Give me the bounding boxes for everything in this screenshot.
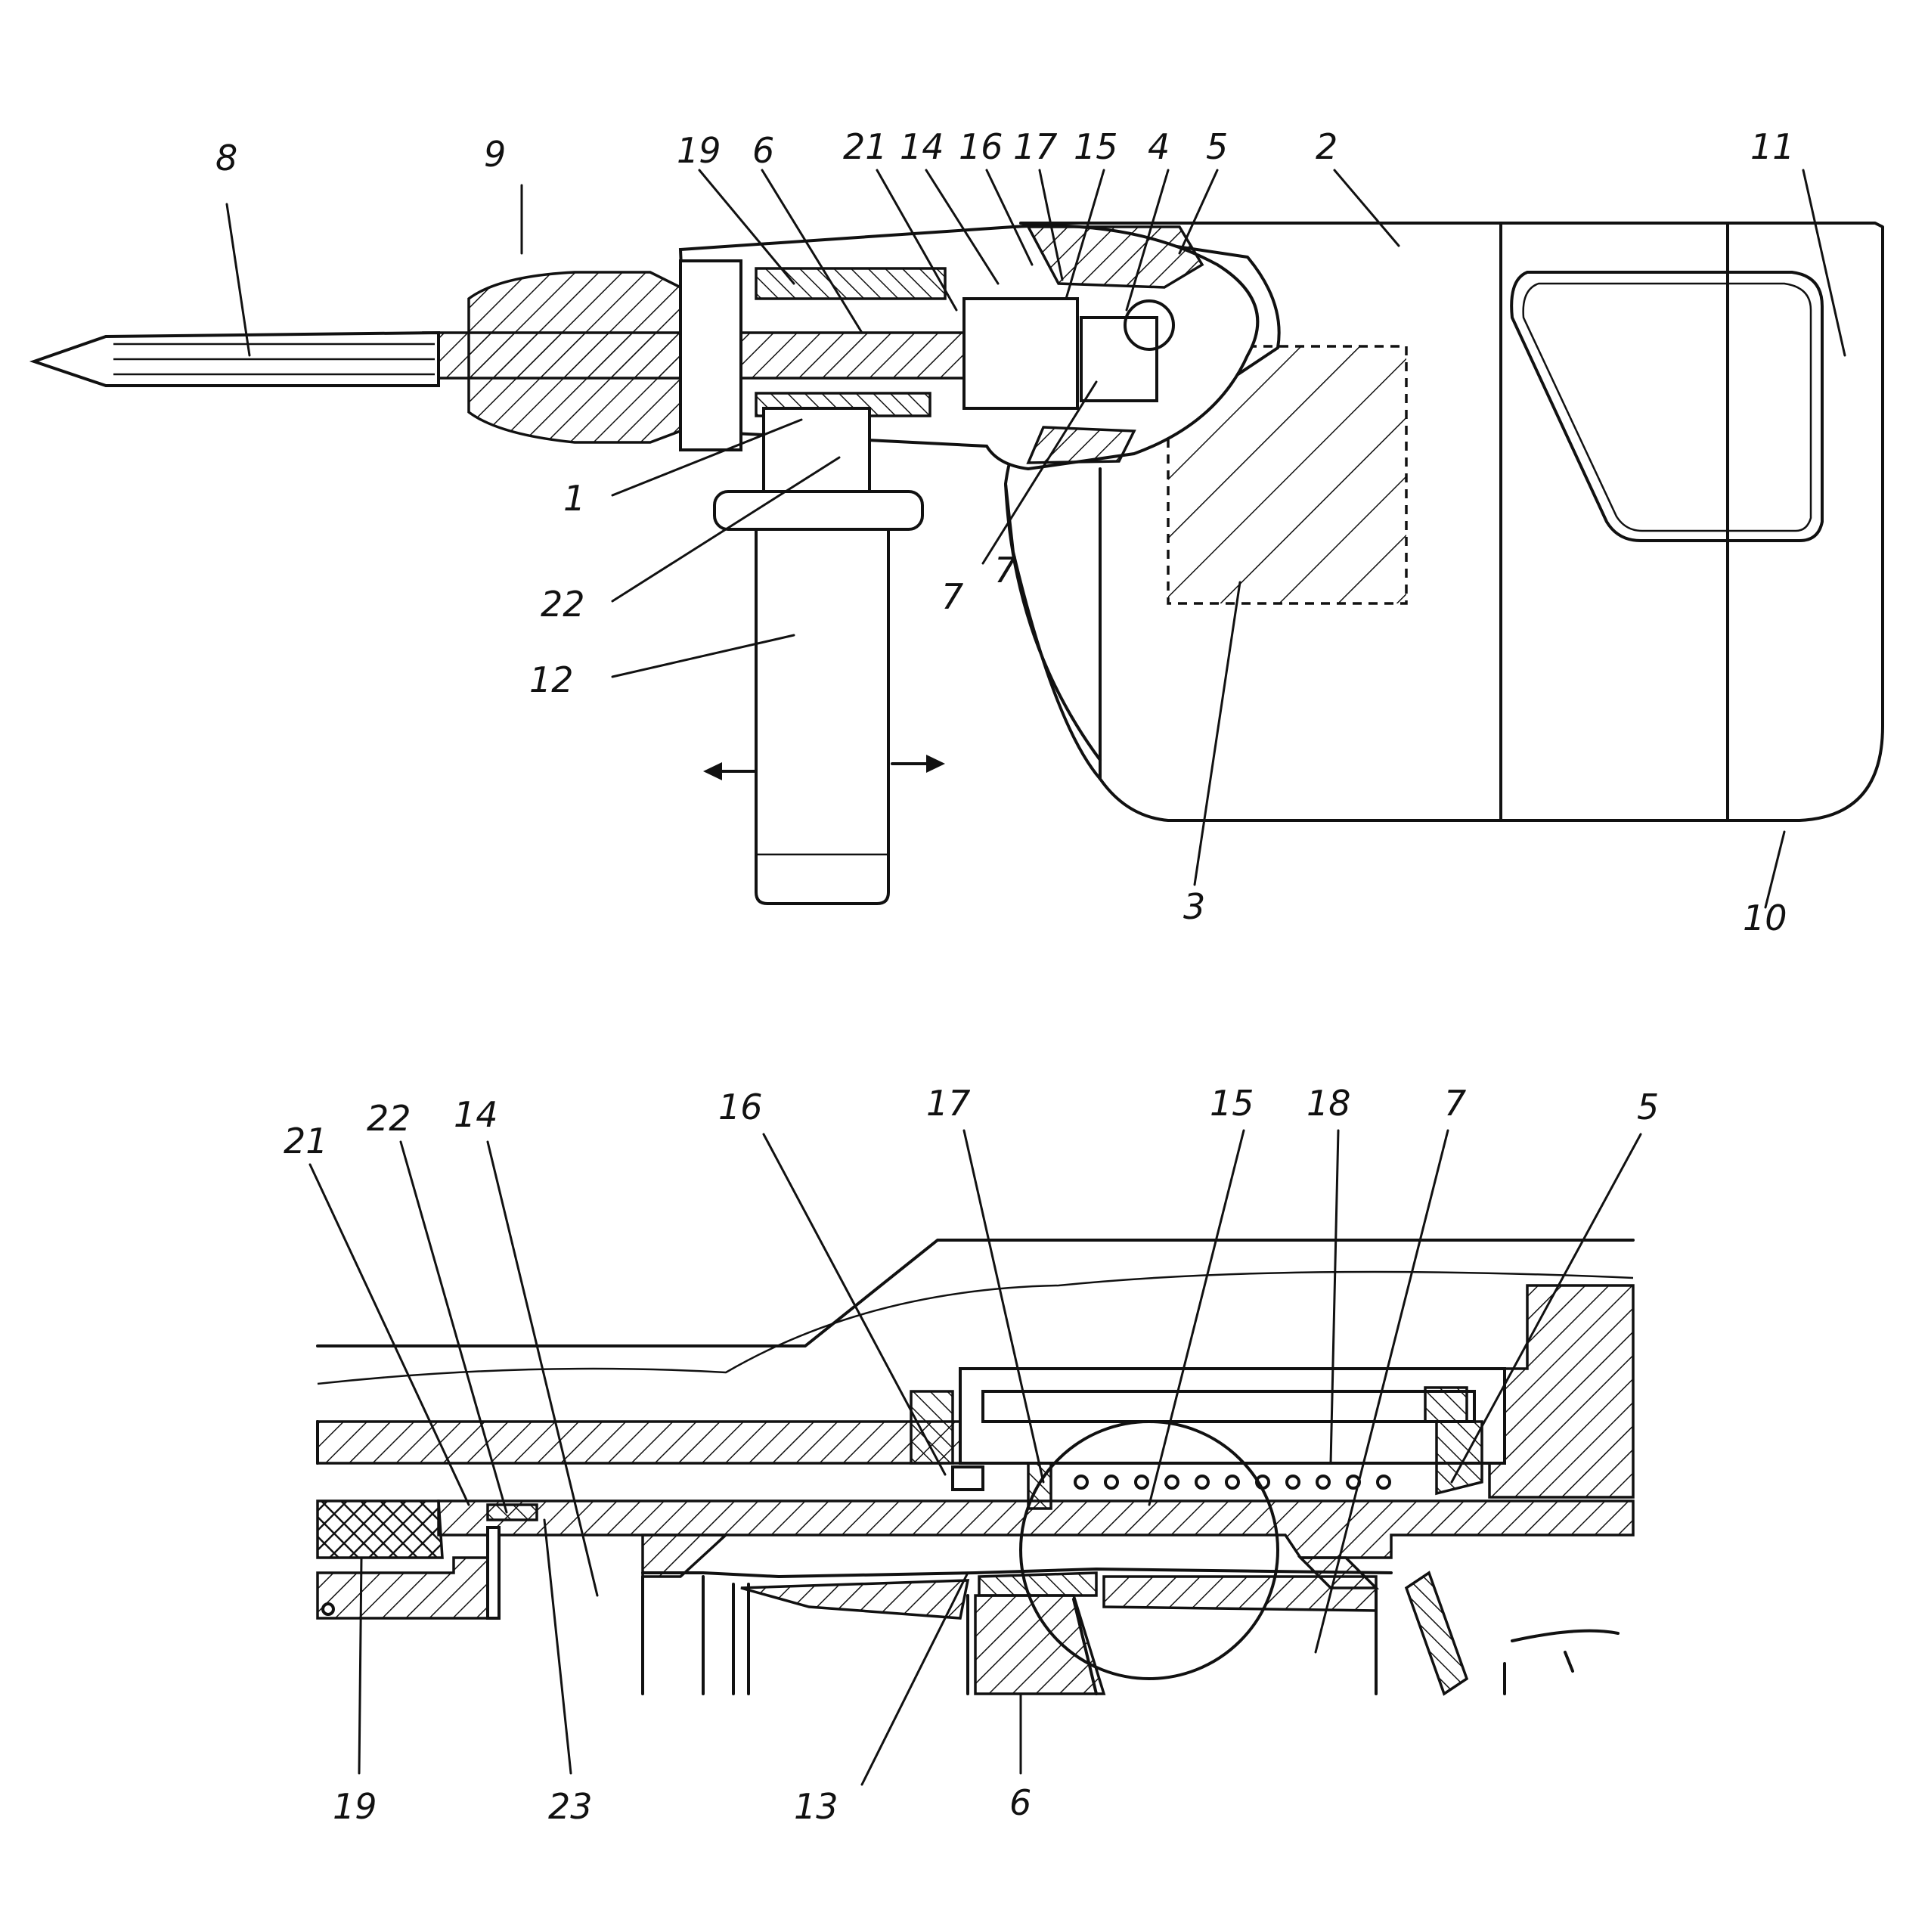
adjust-arrow-right xyxy=(892,755,945,773)
label-7-lower: 7 xyxy=(941,576,963,617)
spring-coils xyxy=(1075,1476,1390,1488)
label-6: 6 xyxy=(752,130,774,171)
label-16: 16 xyxy=(959,126,1003,167)
side-handle-ring xyxy=(714,492,922,529)
label-22: 22 xyxy=(367,1098,411,1139)
label-5: 5 xyxy=(1206,126,1228,167)
label-2: 2 xyxy=(1316,126,1338,167)
side-handle-collar xyxy=(764,408,869,492)
guide-tube-hatched xyxy=(439,1501,1633,1558)
label-4: 4 xyxy=(1148,126,1170,167)
label-12: 12 xyxy=(529,659,574,700)
label-15: 15 xyxy=(1074,126,1118,167)
label-19: 19 xyxy=(677,130,721,171)
label-17: 17 xyxy=(1013,126,1058,167)
label-17: 17 xyxy=(926,1083,971,1124)
label-21: 21 xyxy=(284,1121,328,1161)
label-6: 6 xyxy=(1009,1782,1031,1823)
label-5: 5 xyxy=(1637,1087,1659,1127)
label-23: 23 xyxy=(548,1786,593,1827)
label-18: 18 xyxy=(1307,1083,1351,1124)
label-14: 14 xyxy=(454,1094,498,1135)
label-9: 9 xyxy=(484,134,506,175)
label-7: 7 xyxy=(1444,1083,1466,1124)
label-10: 10 xyxy=(1743,898,1787,938)
small-spring-23 xyxy=(488,1505,537,1520)
label-21: 21 xyxy=(843,126,888,167)
label-15: 15 xyxy=(1210,1083,1254,1124)
label-22: 22 xyxy=(541,584,585,625)
label-7-upper: 7 xyxy=(994,550,1016,591)
label-16: 16 xyxy=(718,1087,763,1127)
housing-curve xyxy=(1006,484,1100,760)
adjust-arrow-left xyxy=(703,762,756,780)
label-14: 14 xyxy=(900,126,944,167)
handle-opening xyxy=(1511,272,1822,541)
label-8: 8 xyxy=(215,138,237,178)
side-handle-grip xyxy=(756,529,888,904)
label-13: 13 xyxy=(794,1786,838,1827)
top-figure-hammer-drill: 8 9 19 6 21 14 16 17 15 4 5 2 11 1 22 7 … xyxy=(34,126,1883,938)
label-11: 11 xyxy=(1750,126,1795,167)
label-3: 3 xyxy=(1183,886,1205,927)
sealing-ring-19 xyxy=(318,1501,442,1558)
label-19: 19 xyxy=(333,1786,377,1827)
chuck xyxy=(469,272,680,442)
bottom-figure-detail-section: 21 22 14 16 17 15 18 7 5 19 23 13 6 xyxy=(284,1083,1659,1827)
label-1: 1 xyxy=(563,478,585,519)
